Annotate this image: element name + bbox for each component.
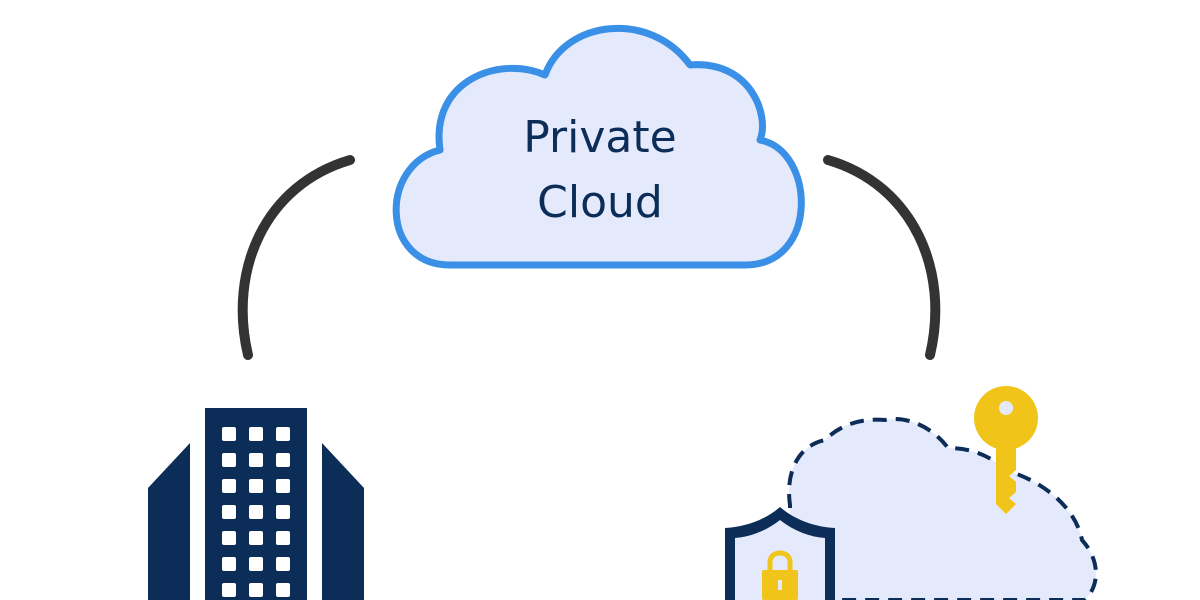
building-window bbox=[249, 427, 263, 441]
building-window bbox=[249, 479, 263, 493]
building-window bbox=[222, 427, 236, 441]
building-window bbox=[222, 583, 236, 597]
office-building-icon bbox=[148, 408, 364, 600]
building-right-wing bbox=[322, 443, 364, 600]
padlock-icon bbox=[762, 550, 798, 600]
building-window bbox=[249, 453, 263, 467]
building-window bbox=[249, 557, 263, 571]
secured-cloud-outline bbox=[787, 417, 1098, 600]
building-window bbox=[222, 505, 236, 519]
key-icon bbox=[974, 386, 1038, 514]
building-window bbox=[276, 479, 290, 493]
building-window bbox=[222, 557, 236, 571]
building-window bbox=[276, 453, 290, 467]
building-left-wing bbox=[148, 443, 190, 600]
building-window bbox=[276, 427, 290, 441]
private-cloud-label-line2: Cloud bbox=[537, 177, 663, 228]
building-windows bbox=[222, 427, 290, 597]
left-connector-arc bbox=[237, 155, 355, 360]
private-cloud-label-line1: Private bbox=[523, 112, 676, 163]
building-window bbox=[276, 583, 290, 597]
building-window bbox=[276, 505, 290, 519]
building-window bbox=[249, 583, 263, 597]
building-window bbox=[222, 531, 236, 545]
shield-lock-icon bbox=[725, 507, 835, 600]
secured-cloud-icon bbox=[725, 386, 1098, 600]
building-window bbox=[249, 505, 263, 519]
building-window bbox=[249, 531, 263, 545]
private-cloud-icon: Private Cloud bbox=[392, 24, 805, 269]
building-window bbox=[222, 479, 236, 493]
right-connector-arc bbox=[823, 155, 941, 360]
building-window bbox=[222, 453, 236, 467]
building-window bbox=[276, 531, 290, 545]
building-window bbox=[276, 557, 290, 571]
